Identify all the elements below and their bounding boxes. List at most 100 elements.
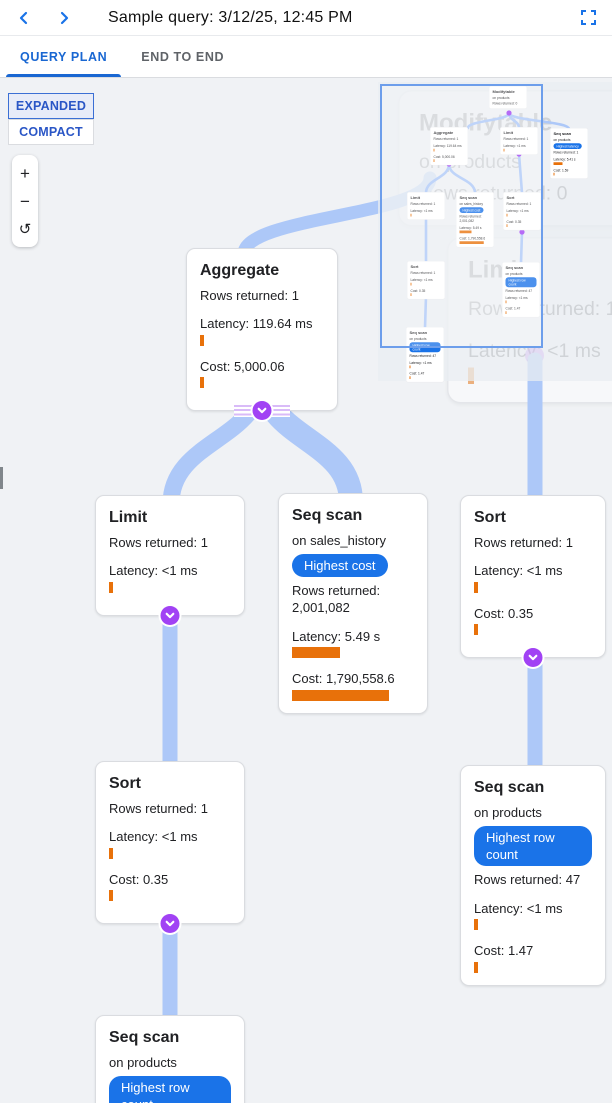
node-title: Seq scan — [553, 131, 572, 136]
node-cost: Cost: 0.35 — [474, 605, 534, 621]
node-latency: Latency: 5.49 s — [292, 628, 381, 644]
node-badge: Highest cost — [292, 554, 388, 577]
zoom-in-button[interactable]: + — [12, 159, 38, 187]
node-cost: Cost: 0.35 — [410, 288, 426, 293]
latency-bar — [109, 581, 113, 593]
node-title: Seq scan — [505, 265, 524, 270]
node-latency: Latency: <1 ms — [474, 900, 563, 916]
node-rows-returned: Rows returned: 1 — [433, 136, 459, 141]
tab-bar: QUERY PLAN END TO END — [0, 36, 612, 78]
node-title: Modifytable — [492, 89, 515, 94]
node-latency: Latency: 5.41 s — [553, 157, 576, 162]
cost-bar — [433, 159, 435, 163]
collapse-chevron-icon[interactable] — [523, 648, 543, 668]
minimap-edges — [423, 110, 571, 330]
node-table-label: on products — [474, 804, 542, 820]
node-cost: Cost: 0.35 — [109, 871, 169, 887]
node-latency: Latency: <1 ms — [505, 295, 528, 300]
node-latency: Latency: <1 ms — [109, 829, 198, 845]
node-latency: Latency: <1 ms — [474, 563, 563, 579]
cost-bar — [410, 293, 412, 297]
node-rows-returned: Rows returned: 1 — [410, 201, 436, 206]
node-cost: Cost: 5,000.06 — [433, 154, 455, 159]
node-table-label: on sales_history — [459, 201, 483, 206]
node-rows-returned: Rows returned: 2,001,082 — [459, 214, 482, 223]
node-rows-returned: Rows returned: 47 — [409, 353, 437, 358]
cost-bar — [474, 961, 478, 973]
zoom-toolbar: + − ↺ — [12, 155, 38, 247]
node-rows-returned: Rows returned: 0 — [492, 101, 518, 106]
node-badge: Highest cost — [459, 207, 484, 213]
node-table-label: on products — [553, 137, 571, 142]
cost-bar — [553, 172, 555, 176]
latency-bar — [292, 647, 340, 659]
scroll-indicator — [0, 467, 3, 489]
node-cost: Cost: 1.59 — [553, 168, 569, 172]
node-table-label: on products — [409, 336, 427, 341]
node-title: Seq scan — [474, 779, 545, 796]
minimap-viewport[interactable] — [380, 84, 543, 348]
latency-bar — [474, 581, 478, 593]
node-cost: Cost: 0.35 — [506, 219, 522, 224]
expanded-button[interactable]: EXPANDED — [8, 93, 94, 119]
node-table-label: on products — [505, 271, 523, 276]
latency-bar — [433, 148, 435, 152]
collapse-chevron-icon[interactable] — [160, 605, 180, 625]
node-rows-returned: Rows returned: 1 — [109, 534, 208, 550]
zoom-reset-icon[interactable]: ↺ — [12, 215, 38, 243]
node-latency: Latency: 5.49 s — [459, 225, 482, 230]
latency-bar — [409, 365, 411, 369]
forward-button[interactable] — [48, 2, 80, 34]
zoom-out-button[interactable]: − — [12, 187, 38, 215]
node-title: Sort — [474, 509, 506, 526]
node-rows-returned: Rows returned: 1 — [109, 800, 208, 816]
node-title: Sort — [109, 775, 141, 792]
node-cost: Cost: 1.47 — [409, 371, 425, 376]
collapse-chevron-icon[interactable] — [160, 914, 180, 934]
node-title: Aggregate — [200, 262, 280, 279]
latency-bar — [505, 300, 507, 304]
node-table-label: on sales_history — [292, 532, 386, 548]
tab-query-plan[interactable]: QUERY PLAN — [6, 36, 122, 77]
cost-bar — [459, 241, 484, 244]
latency-bar — [410, 213, 412, 217]
node-latency: Latency: <1 ms — [506, 209, 529, 213]
node-title: Seq scan — [292, 507, 363, 524]
compact-button[interactable]: COMPACT — [8, 119, 94, 145]
back-button[interactable] — [8, 2, 40, 34]
node-cost: Cost: 5,000.06 — [200, 358, 285, 374]
node-rows-returned: Rows returned: 47 — [474, 872, 581, 888]
latency-bar — [503, 148, 505, 152]
latency-bar — [459, 230, 472, 234]
cost-bar — [505, 311, 507, 314]
latency-bar — [506, 213, 508, 217]
node-latency: Latency: <1 ms — [410, 209, 433, 213]
node-title: Aggregate — [433, 130, 454, 135]
latency-bar — [410, 282, 412, 286]
latency-bar — [553, 162, 563, 165]
node-rows-returned: Rows returned: 1 — [410, 270, 436, 275]
node-title: Seq scan — [409, 330, 428, 335]
fullscreen-button[interactable] — [574, 4, 602, 32]
tab-end-to-end[interactable]: END TO END — [141, 49, 225, 64]
collapse-chevron-icon[interactable] — [252, 401, 272, 421]
node-title: Seq scan — [459, 195, 478, 200]
